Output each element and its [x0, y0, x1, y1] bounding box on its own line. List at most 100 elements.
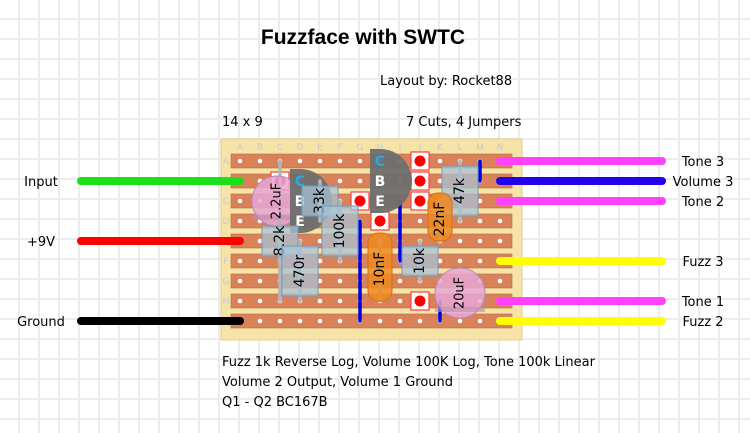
track-cut-dot: [414, 195, 426, 207]
strip-hole: [317, 318, 323, 324]
note-pots: Fuzz 1k Reverse Log, Volume 100K Log, To…: [222, 355, 595, 370]
transistor-pin-e: E: [295, 214, 305, 230]
strip-hole: [317, 238, 323, 244]
transistor-pin-c: C: [375, 154, 385, 170]
strip-hole: [257, 318, 263, 324]
strip-hole: [497, 238, 503, 244]
capacitor-body: [367, 232, 393, 302]
column-label-K: K: [437, 143, 444, 153]
strip-hole: [397, 298, 403, 304]
strip-hole: [257, 298, 263, 304]
resistor-label: 10k: [412, 247, 428, 274]
strip-hole: [317, 158, 323, 164]
transistor-pin-b: B: [375, 174, 386, 190]
strip-hole: [337, 278, 343, 284]
strip-hole: [477, 198, 483, 204]
column-label-I: I: [399, 143, 402, 153]
resistor-body: [301, 185, 339, 217]
resistor-body: [401, 245, 439, 277]
strip-hole: [237, 198, 243, 204]
transistor-pin-b: B: [295, 194, 306, 210]
strip-hole: [437, 158, 443, 164]
track-cut-dot: [414, 295, 426, 307]
wire-label-ground: Ground: [17, 315, 65, 330]
capacitor-stripe: [435, 307, 485, 312]
film-capacitor-10nf: 10nF: [367, 232, 393, 303]
note-volume: Volume 2 Output, Volume 1 Ground: [222, 375, 454, 390]
strip-hole: [357, 178, 363, 184]
strip-hole: [437, 178, 443, 184]
strip-hole: [417, 218, 423, 224]
strip-hole: [457, 318, 463, 324]
resistor-label: 470r: [292, 255, 308, 288]
wire-label-volume-3: Volume 3: [673, 175, 734, 190]
column-label-A: A: [237, 143, 244, 153]
column-label-F: F: [337, 143, 342, 153]
wire-label-fuzz-3: Fuzz 3: [682, 255, 723, 270]
electrolytic-capacitor: 20uF: [434, 267, 486, 319]
resistor-label: 47k: [452, 177, 468, 204]
strip-hole: [337, 158, 343, 164]
transistor-body: [370, 149, 412, 213]
strip-hole: [297, 158, 303, 164]
strip-hole: [317, 258, 323, 264]
row-label-H: H: [223, 297, 230, 307]
wire-label--9v: +9V: [27, 235, 55, 250]
transistor-pin-c: C: [295, 174, 305, 190]
row-label-A: A: [223, 157, 230, 167]
board-stats: 7 Cuts, 4 Jumpers: [406, 115, 522, 130]
strip-hole: [257, 258, 263, 264]
resistor-label: 100k: [332, 213, 348, 249]
column-label-J: J: [418, 143, 422, 153]
wire-label-tone-1: Tone 1: [681, 295, 724, 310]
capacitor-label: 2.2uF: [270, 183, 285, 219]
strip-hole: [337, 318, 343, 324]
capacitor-label: 22nF: [432, 202, 448, 237]
column-label-H: H: [377, 143, 384, 153]
strip-hole: [317, 298, 323, 304]
row-label-F: F: [223, 257, 228, 267]
capacitor-body: [427, 192, 453, 242]
track-cut-dot: [414, 175, 426, 187]
capacitor-stripe: [252, 215, 302, 220]
track-cut-dot: [414, 155, 426, 167]
strip-hole: [417, 318, 423, 324]
strip-hole: [497, 218, 503, 224]
strip-hole: [237, 158, 243, 164]
board-size: 14 x 9: [222, 115, 263, 130]
capacitor-label: 20uF: [453, 277, 468, 309]
strip-hole: [317, 278, 323, 284]
column-label-G: G: [357, 143, 364, 153]
row-label-D: D: [223, 217, 230, 227]
strip-hole: [457, 238, 463, 244]
transistor-q2: CBE: [370, 149, 412, 213]
strip-hole: [497, 278, 503, 284]
column-label-N: N: [497, 143, 504, 153]
capacitor-label: 10nF: [372, 252, 388, 287]
track-cut-dot: [354, 195, 366, 207]
column-label-C: C: [277, 143, 283, 153]
page-title: Fuzzface with SWTC: [260, 26, 466, 49]
column-label-M: M: [476, 143, 484, 153]
wire-label-fuzz-2: Fuzz 2: [682, 315, 723, 330]
strip-hole: [237, 298, 243, 304]
strip-hole: [297, 318, 303, 324]
resistor-100k: 100k: [321, 199, 359, 263]
strip-hole: [257, 158, 263, 164]
resistor-body: [281, 245, 319, 297]
strip-hole: [397, 318, 403, 324]
strip-hole: [477, 258, 483, 264]
column-label-B: B: [257, 143, 263, 153]
strip-hole: [477, 318, 483, 324]
strip-hole: [237, 258, 243, 264]
resistor-10k: 10k: [401, 239, 439, 283]
strip-hole: [257, 278, 263, 284]
strip-hole: [357, 158, 363, 164]
capacitor-body: [434, 267, 486, 319]
strip-hole: [377, 318, 383, 324]
strip-hole: [397, 278, 403, 284]
wire-label-tone-3: Tone 3: [681, 155, 724, 170]
column-label-L: L: [457, 143, 462, 153]
resistor-body: [321, 205, 359, 257]
strip-hole: [477, 238, 483, 244]
